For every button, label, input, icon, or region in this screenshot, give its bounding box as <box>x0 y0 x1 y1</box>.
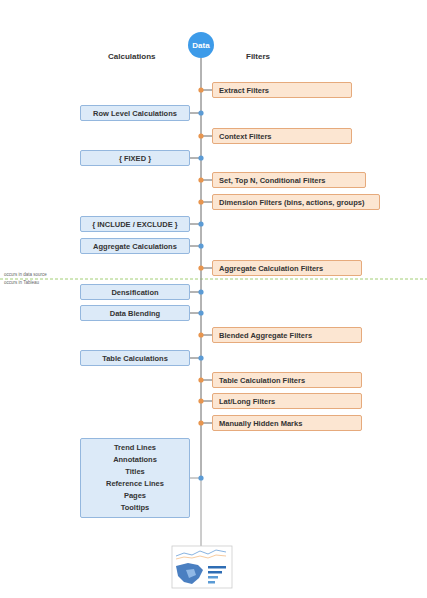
node-text: Context Filters <box>219 132 272 141</box>
node-text: Dimension Filters (bins, actions, groups… <box>219 198 364 207</box>
calculation-box: { INCLUDE / EXCLUDE } <box>80 216 190 232</box>
junction-dot <box>198 355 203 360</box>
node-text: Row Level Calculations <box>93 109 177 118</box>
junction-dot <box>198 289 203 294</box>
junction-dot <box>198 398 203 403</box>
filter-box: Set, Top N, Conditional Filters <box>212 172 366 188</box>
filter-box: Manually Hidden Marks <box>212 415 362 431</box>
node-text: Densification <box>111 288 158 297</box>
spine-connector <box>190 158 212 180</box>
junction-dot <box>198 177 203 182</box>
calculation-box: Row Level Calculations <box>80 105 190 121</box>
node-text: Titles <box>125 466 144 478</box>
spine-connector <box>190 292 201 313</box>
junction-dot <box>198 87 203 92</box>
node-text: Blended Aggregate Filters <box>219 331 312 340</box>
junction-dot <box>198 243 203 248</box>
junction-dot <box>198 221 203 226</box>
node-text: Manually Hidden Marks <box>219 419 302 428</box>
calculation-box: Trend LinesAnnotationsTitlesReference Li… <box>80 438 190 518</box>
region-note: occurs in data source <box>4 272 47 277</box>
spine-connector <box>201 380 212 401</box>
node-text: Annotations <box>113 454 157 466</box>
divider-line <box>0 279 427 280</box>
junction-dot <box>198 133 203 138</box>
calculation-box: Data Blending <box>80 305 190 321</box>
junction-dot <box>198 199 203 204</box>
node-text: Table Calculations <box>102 354 168 363</box>
node-text: Reference Lines <box>106 478 164 490</box>
spine-connector <box>190 113 212 136</box>
spine-connector <box>190 246 212 268</box>
node-text: { INCLUDE / EXCLUDE } <box>92 220 177 229</box>
node-text: Lat/Long Filters <box>219 397 275 406</box>
calculation-box: Table Calculations <box>80 350 190 366</box>
region-note: occurs in Tableau <box>4 280 39 285</box>
node-text: Tooltips <box>121 502 150 514</box>
junction-dot <box>198 332 203 337</box>
junction-dot <box>198 420 203 425</box>
filter-box: Aggregate Calculation Filters <box>212 260 362 276</box>
spine-connector <box>190 313 212 335</box>
node-text: Set, Top N, Conditional Filters <box>219 176 326 185</box>
node-text: Data <box>192 41 209 50</box>
spine-connector <box>190 136 212 158</box>
filter-box: Extract Filters <box>212 82 352 98</box>
spine-connector <box>201 401 212 423</box>
filter-box: Lat/Long Filters <box>212 393 362 409</box>
spine-connector <box>190 90 212 113</box>
spine-connector <box>190 358 212 380</box>
spine-connector <box>190 268 212 292</box>
node-text: Extract Filters <box>219 86 269 95</box>
start-circle: Data <box>188 32 214 58</box>
node-text: Aggregate Calculation Filters <box>219 264 323 273</box>
junction-dot <box>198 110 203 115</box>
dashboard-thumbnail <box>172 546 232 588</box>
spine-connector <box>190 202 212 224</box>
spine-connector <box>190 423 212 478</box>
calculation-box: { FIXED } <box>80 150 190 166</box>
calculation-box: Densification <box>80 284 190 300</box>
spine-connector <box>190 224 201 246</box>
filter-box: Blended Aggregate Filters <box>212 327 362 343</box>
node-text: { FIXED } <box>119 154 151 163</box>
column-heading: Calculations <box>108 52 156 61</box>
filter-box: Table Calculation Filters <box>212 372 362 388</box>
junction-dot <box>198 155 203 160</box>
node-text: Trend Lines <box>114 442 156 454</box>
calculation-box: Aggregate Calculations <box>80 238 190 254</box>
junction-dot <box>198 310 203 315</box>
node-text: Aggregate Calculations <box>93 242 177 251</box>
junction-dot <box>198 475 203 480</box>
filter-box: Dimension Filters (bins, actions, groups… <box>212 194 380 210</box>
node-text: Pages <box>124 490 146 502</box>
column-heading: Filters <box>246 52 270 61</box>
junction-dot <box>198 265 203 270</box>
spine-connector <box>201 180 212 202</box>
node-text: Table Calculation Filters <box>219 376 305 385</box>
junction-dot <box>198 377 203 382</box>
spine-connector <box>190 335 212 358</box>
spine-connector <box>201 58 212 90</box>
node-text: Data Blending <box>110 309 160 318</box>
filter-box: Context Filters <box>212 128 352 144</box>
